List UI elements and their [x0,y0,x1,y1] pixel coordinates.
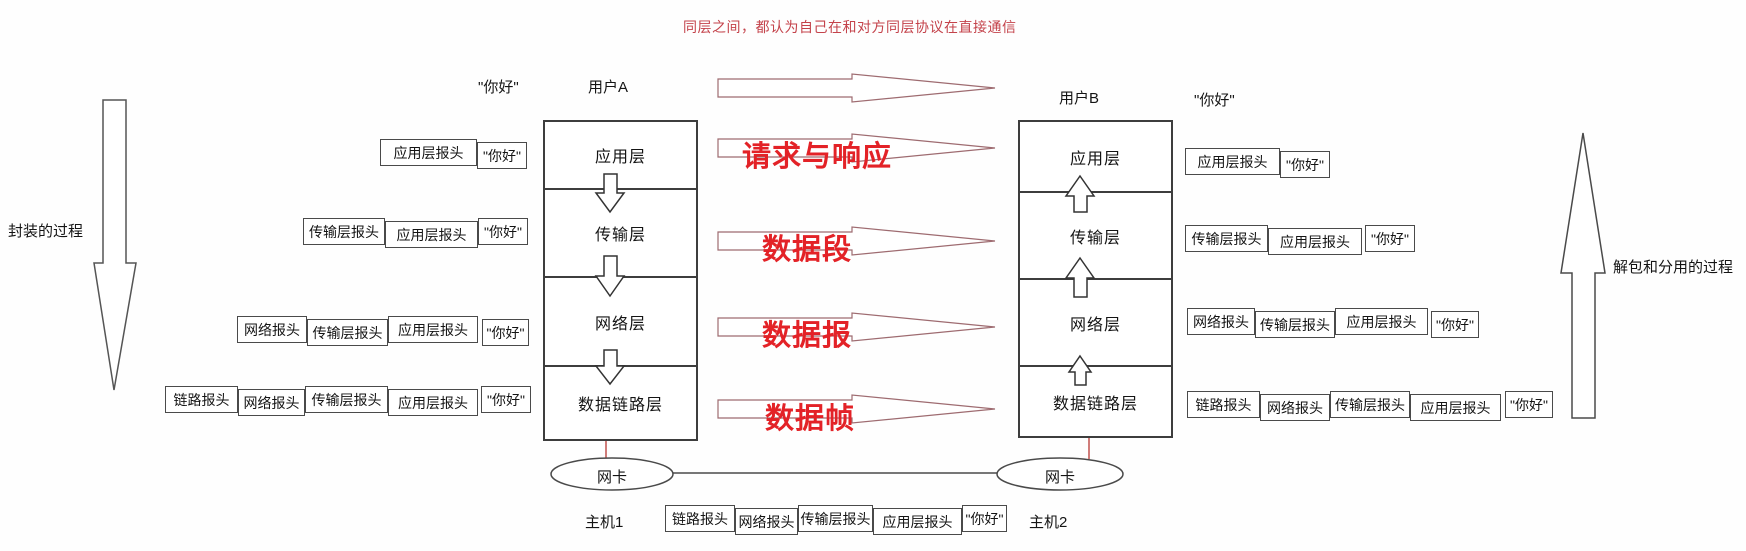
header-cell: 网络报头 [1187,308,1255,335]
header-cell: 传输层报头 [1185,225,1268,252]
peer-arrow-users [717,73,996,103]
flow-label-segment: 数据段 [762,234,853,266]
layer-label: 网络层 [1069,316,1121,334]
layer-transport-b: 传输层 [1020,193,1171,280]
encap-row-network-a: 网络报头 传输层报头 应用层报头 "你好" [237,316,529,346]
header-cell: 链路报头 [165,386,238,413]
decap-row-network-b: 网络报头 传输层报头 应用层报头 "你好" [1187,308,1479,338]
header-cell: 应用层报头 [380,139,477,166]
layer-label: 传输层 [1069,229,1121,247]
decap-row-datalink-b: 链路报头 网络报头 传输层报头 应用层报头 "你好" [1187,391,1553,421]
encap-row-application-a: 应用层报头 "你好" [380,139,527,169]
layer-network-a: 网络层 [545,278,696,367]
encapsulation-process-label: 封装的过程 [8,223,84,240]
header-cell: 应用层报头 [1335,308,1428,335]
layer-application-a: 应用层 [545,122,696,190]
user-a-label: 用户A [588,79,629,96]
header-cell: 传输层报头 [307,319,388,346]
header-cell: 传输层报头 [798,505,873,532]
header-cell: "你好" [1280,151,1330,178]
layer-label: 数据链路层 [577,397,663,414]
header-cell: 传输层报头 [305,386,388,413]
layer-label: 传输层 [594,227,646,244]
decap-row-application-b: 应用层报头 "你好" [1185,148,1330,178]
header-cell: 应用层报头 [388,389,478,416]
layer-label: 应用层 [594,149,646,166]
header-cell: 链路报头 [665,505,735,532]
header-cell: "你好" [1365,225,1415,252]
header-cell: 应用层报头 [1410,394,1501,421]
decapsulation-process-label: 解包和分用的过程 [1613,259,1734,276]
header-cell: "你好" [481,386,531,413]
peer-arrow-network [717,312,996,342]
decapsulation-up-arrow [1560,132,1606,419]
flow-label-datagram: 数据报 [762,320,853,352]
encap-row-transport-a: 传输层报头 应用层报头 "你好" [303,218,528,248]
header-cell: 应用层报头 [1268,228,1362,255]
nic-label-b: 网卡 [1044,469,1075,486]
header-cell: "你好" [962,505,1007,532]
protocol-stack-a: 应用层 传输层 网络层 数据链路层 [543,120,698,441]
layer-application-b: 应用层 [1020,122,1171,193]
hello-label-b: "你好" [1194,92,1235,109]
layer-label: 应用层 [1069,150,1121,168]
header-cell: 网络报头 [1260,394,1330,421]
nic-label-a: 网卡 [596,469,627,486]
header-cell: 传输层报头 [1330,391,1410,418]
header-cell: "你好" [1505,391,1553,418]
decap-row-transport-b: 传输层报头 应用层报头 "你好" [1185,225,1415,255]
layer-label: 网络层 [594,315,646,333]
hello-label-a: "你好" [478,79,519,96]
protocol-stack-b: 应用层 传输层 网络层 数据链路层 [1018,120,1173,438]
header-cell: 应用层报头 [873,508,962,535]
header-cell: 应用层报头 [1185,148,1280,175]
header-cell: 应用层报头 [385,221,478,248]
diagram-title: 同层之间，都认为自己在和对方同层协议在直接通信 [683,19,1017,35]
header-cell: 网络报头 [237,316,307,343]
layer-datalink-b: 数据链路层 [1020,367,1171,436]
host2-label: 主机2 [1029,514,1068,531]
flow-label-request-response: 请求与响应 [742,141,893,173]
encapsulation-down-arrow [93,99,137,391]
layer-label: 数据链路层 [1052,395,1138,413]
header-cell: "你好" [482,319,529,346]
peer-arrow-datalink [717,394,996,424]
encap-row-datalink-a: 链路报头 网络报头 传输层报头 应用层报头 "你好" [165,386,531,416]
header-cell: "你好" [477,142,527,169]
host1-label: 主机1 [585,514,624,531]
header-cell: 传输层报头 [303,218,385,245]
wire-frame-row: 链路报头 网络报头 传输层报头 应用层报头 "你好" [665,505,1007,535]
header-cell: 网络报头 [238,389,305,416]
layer-network-b: 网络层 [1020,280,1171,367]
peer-arrow-transport [717,226,996,256]
header-cell: "你好" [478,218,528,245]
user-b-label: 用户B [1059,90,1100,107]
header-cell: 链路报头 [1187,391,1260,418]
header-cell: 传输层报头 [1255,311,1335,338]
layer-transport-a: 传输层 [545,190,696,278]
flow-label-frame: 数据帧 [765,403,856,435]
header-cell: "你好" [1431,311,1479,338]
header-cell: 应用层报头 [388,316,478,343]
header-cell: 网络报头 [735,508,798,535]
layer-datalink-a: 数据链路层 [545,367,696,439]
